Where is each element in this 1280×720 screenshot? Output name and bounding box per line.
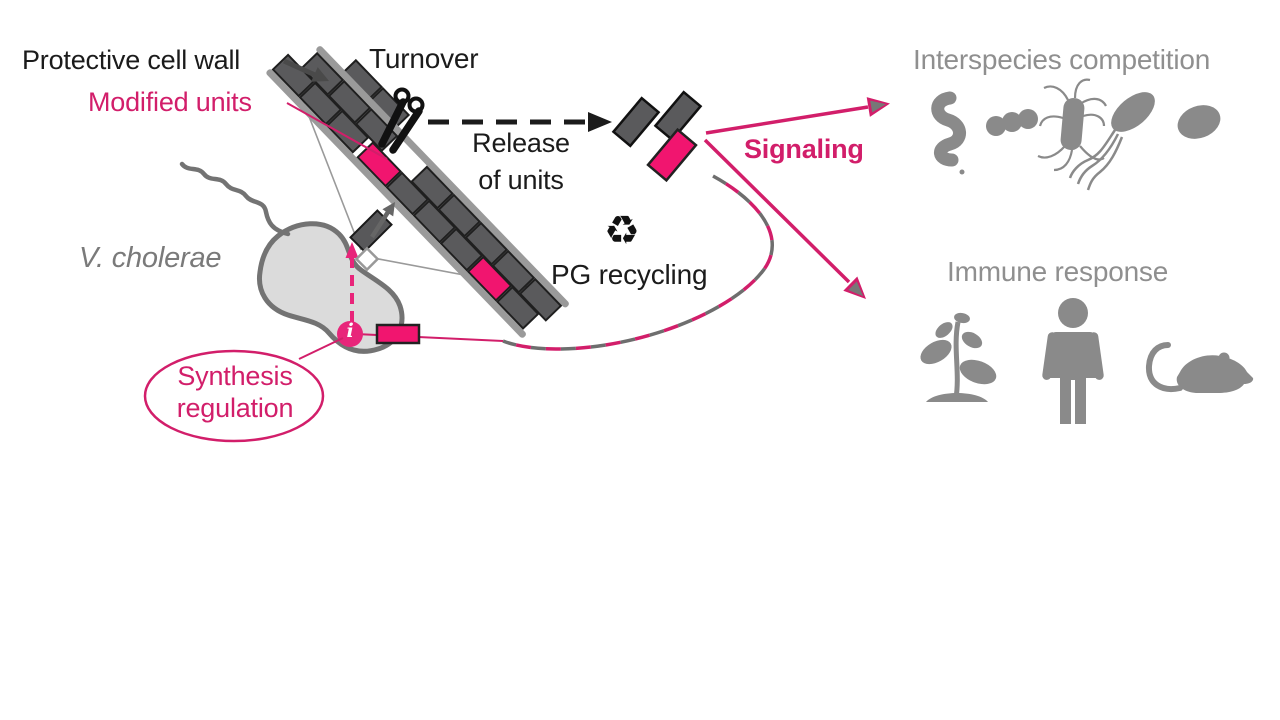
pg-recycling-loop-curve xyxy=(502,174,774,351)
human-icon xyxy=(1042,298,1104,424)
modified-unit-in-wall-2 xyxy=(466,255,513,302)
scissors-icon xyxy=(378,87,425,154)
membrane-modified-unit xyxy=(375,323,421,345)
modified-unit-in-wall-1 xyxy=(356,141,403,188)
callout-connector-line xyxy=(298,337,344,360)
interspecies-competition-label: Interspecies competition xyxy=(913,44,1211,75)
flagellated-vibrio-icon xyxy=(1068,92,1155,191)
modified-units-pointer-line xyxy=(286,102,388,160)
regulation-node-letter: i xyxy=(346,320,354,342)
peritrichous-rod-icon xyxy=(1037,78,1107,172)
spirillum-bacterium-icon xyxy=(931,91,966,175)
released-unit-gray-1 xyxy=(611,96,661,148)
mouse-icon xyxy=(1146,342,1254,393)
synthesis-regulation-ellipse xyxy=(143,349,325,443)
modified-units-label: Modified units xyxy=(88,87,252,117)
coccus-icon xyxy=(1177,105,1221,139)
v-cholerae-label: V. cholerae xyxy=(79,242,222,274)
synthesis-regulation-label-line2: regulation xyxy=(176,393,294,423)
release-arrow xyxy=(428,112,612,132)
cell-wall-band xyxy=(266,46,569,338)
signaling-arrow-immune xyxy=(703,138,866,299)
synthesis-regulation-label-line1: Synthesis xyxy=(177,361,293,391)
recycle-icon: ♻ xyxy=(604,209,640,253)
secretion-arrow xyxy=(370,202,395,239)
released-unit-gray-2 xyxy=(653,90,703,142)
released-unit-modified xyxy=(646,127,698,183)
v-cholerae-cell xyxy=(179,161,405,354)
plant-icon xyxy=(920,312,997,402)
immune-response-label: Immune response xyxy=(947,256,1169,287)
membrane-channel-diamond xyxy=(354,246,380,272)
signaling-arrow-interspecies xyxy=(705,97,890,135)
signaling-label: Signaling xyxy=(744,134,864,164)
protective-cell-wall-label: Protective cell wall xyxy=(22,45,241,75)
flagellum xyxy=(179,161,291,237)
regulation-node-circle xyxy=(337,321,363,347)
protective-wall-pointer-arrow xyxy=(282,58,329,82)
release-of-units-label-line1: Release xyxy=(472,128,570,158)
cocci-chain-icon xyxy=(986,109,1038,136)
pg-recycling-label: PG recycling xyxy=(551,259,708,290)
synthesis-upregulation-arrow xyxy=(345,242,359,322)
release-of-units-label-line2: of units xyxy=(478,165,564,195)
turnover-label: Turnover xyxy=(369,43,479,74)
